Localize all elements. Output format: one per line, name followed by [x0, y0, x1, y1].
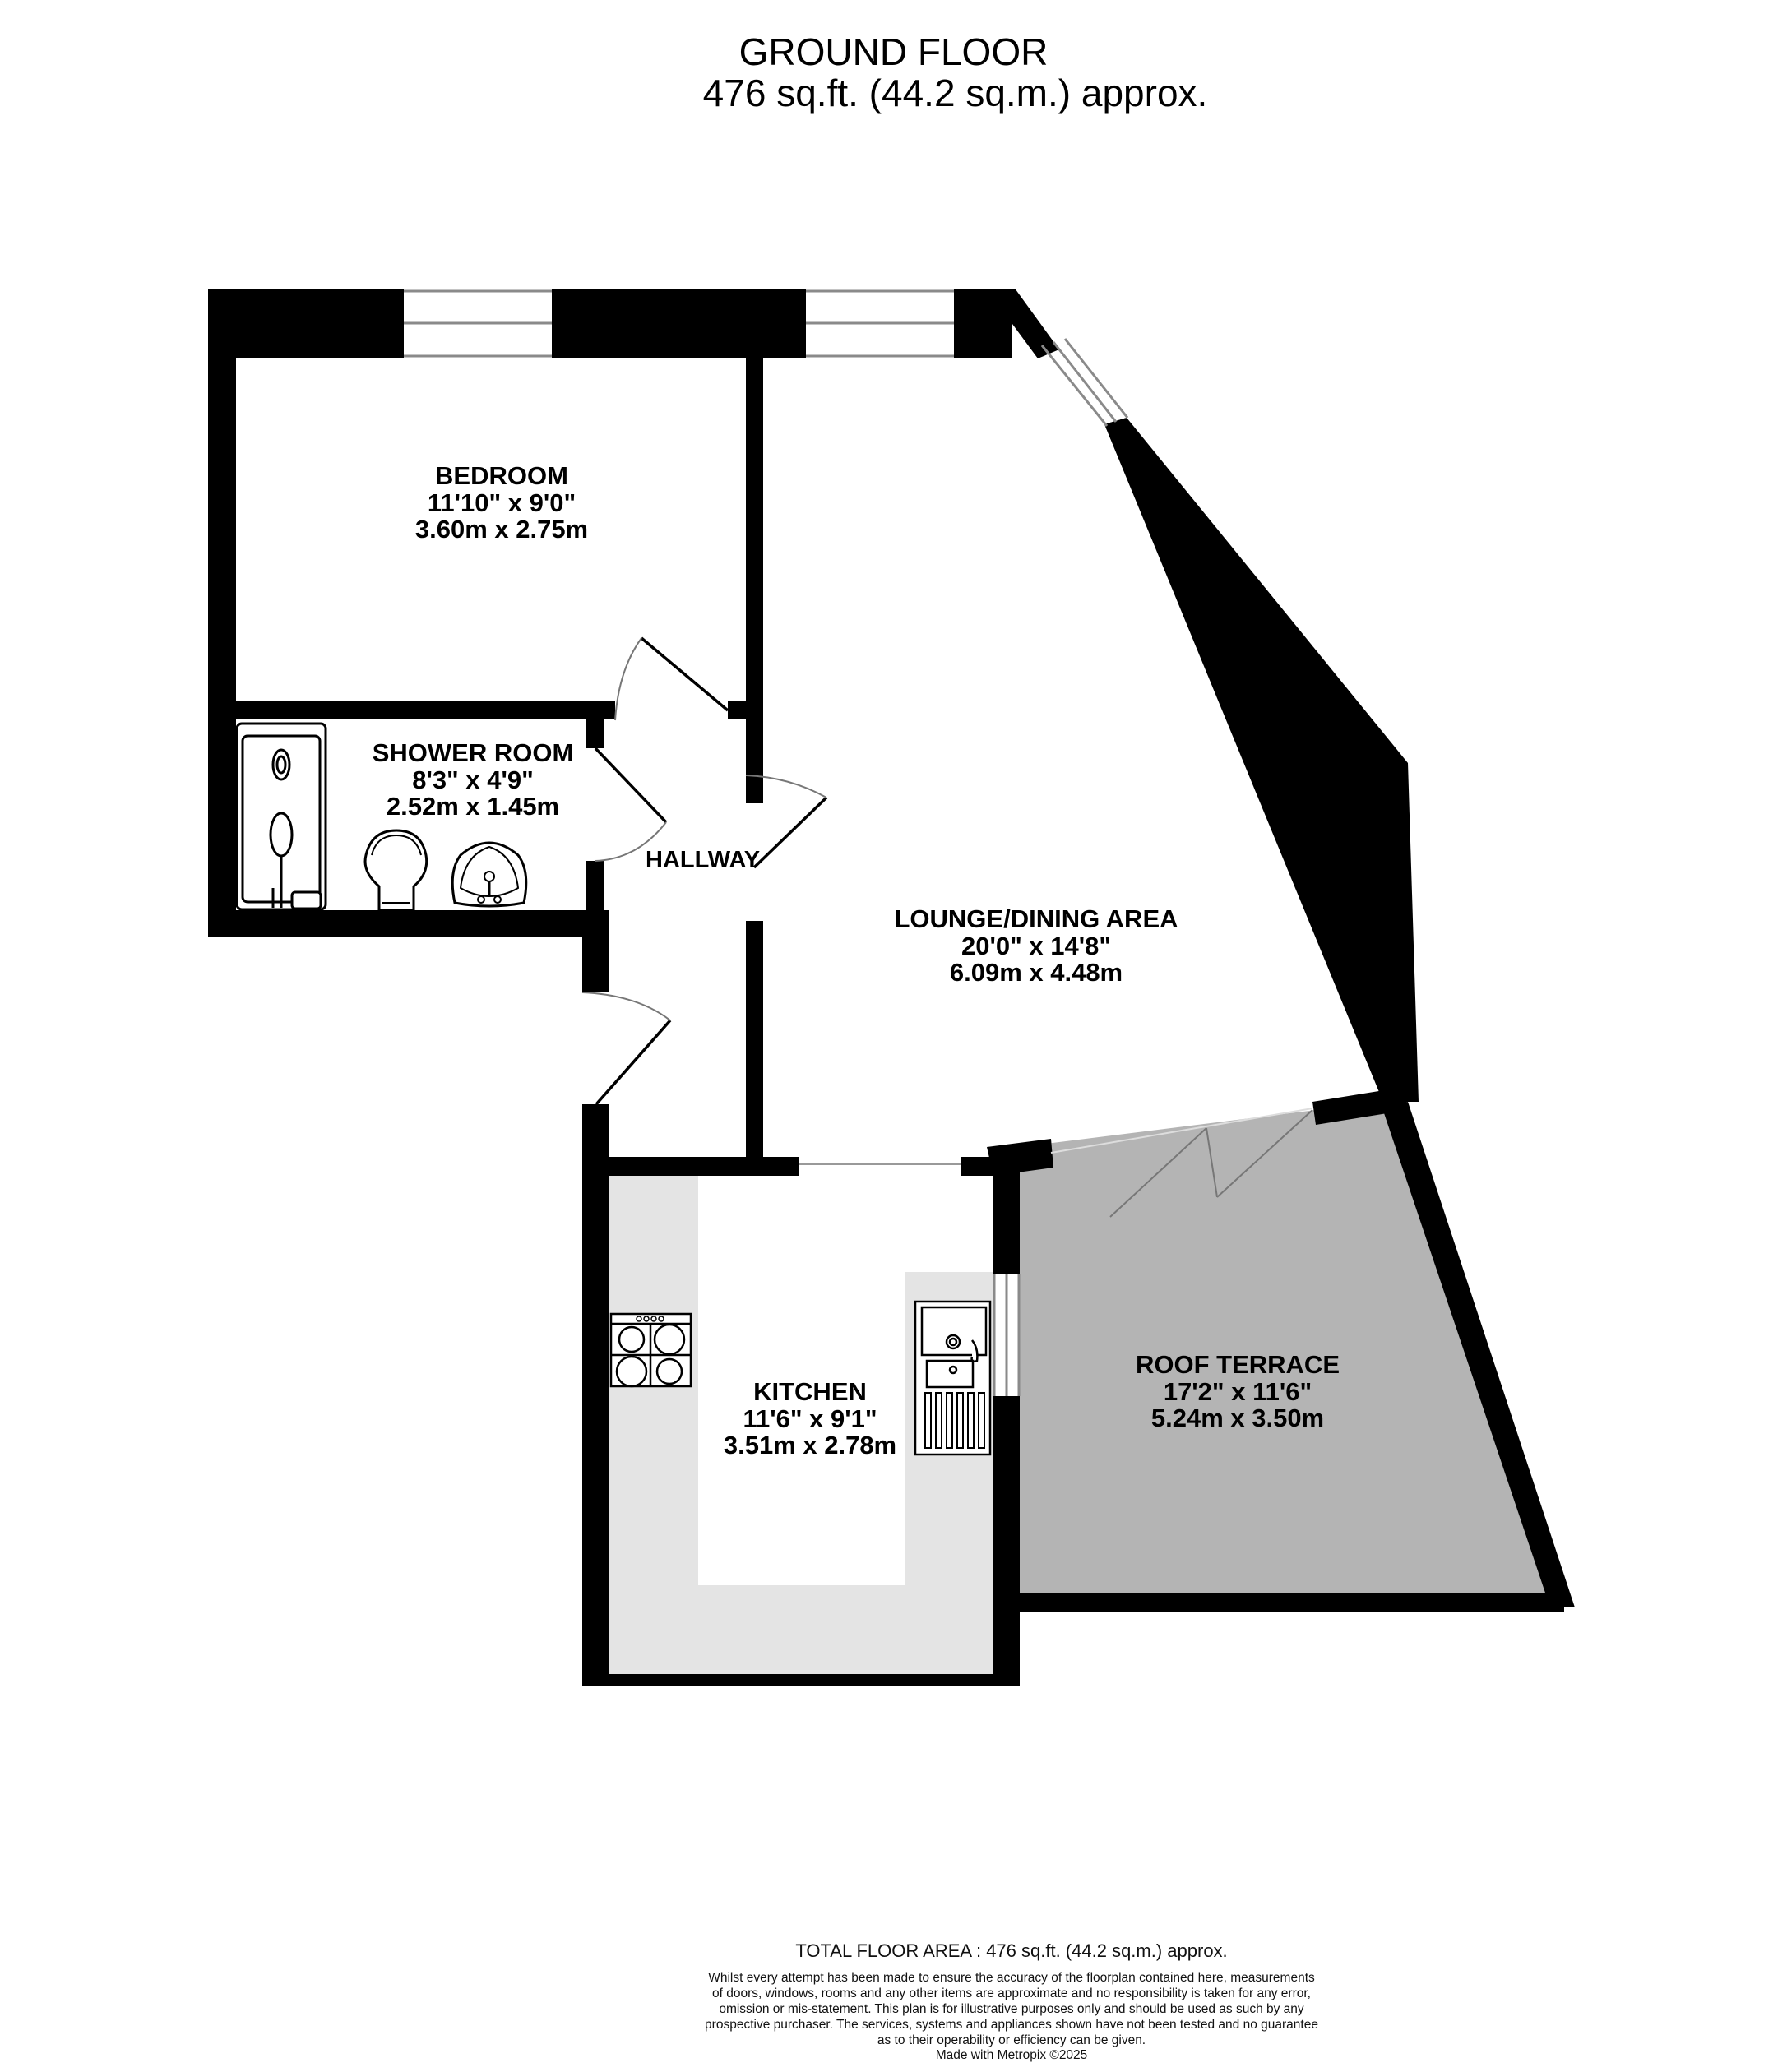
lounge-door: [745, 775, 828, 869]
kitchen-imperial: 11'6" x 9'1": [743, 1404, 877, 1433]
doors: [581, 636, 1313, 1218]
kitchen-window: [993, 1274, 1021, 1396]
floor-area-subtitle: 476 sq.ft. (44.2 sq.m.) approx.: [702, 72, 1208, 114]
room-label-lounge: LOUNGE/DINING AREA 20'0" x 14'8" 6.09m x…: [855, 904, 1217, 987]
wash-basin-icon: [451, 841, 528, 908]
footer: TOTAL FLOOR AREA : 476 sq.ft. (44.2 sq.m…: [641, 1940, 1382, 2063]
bedroom-imperial: 11'10" x 9'0": [427, 488, 576, 517]
walls: [208, 289, 1575, 1686]
shower-tray-icon: [235, 722, 327, 911]
disclaimer-line-4: prospective purchaser. The services, sys…: [705, 2018, 1318, 2032]
wc-icon: [363, 829, 428, 912]
lounge-name: LOUNGE/DINING AREA: [894, 904, 1178, 933]
room-label-shower-room: SHOWER ROOM 8'3" x 4'9" 2.52m x 1.45m: [354, 738, 592, 821]
bedroom-window: [404, 289, 552, 358]
lounge-metric: 6.09m x 4.48m: [949, 958, 1123, 987]
roof-terrace-metric: 5.24m x 3.50m: [1150, 1404, 1325, 1433]
kitchen-name: KITCHEN: [753, 1377, 867, 1406]
gas-hob-icon: [609, 1312, 692, 1388]
roof-terrace-floor: [1020, 1102, 1554, 1602]
room-label-kitchen: KITCHEN 11'6" x 9'1" 3.51m x 2.78m: [683, 1377, 937, 1460]
disclaimer-line-1: Whilst every attempt has been made to en…: [708, 1971, 1315, 1985]
terrace-bifold-door: [1050, 1108, 1313, 1218]
disclaimer-line-5: as to their operability or efficiency ca…: [877, 2033, 1146, 2047]
roof-terrace-imperial: 17'2" x 11'6": [1163, 1376, 1312, 1406]
shower-room-name: SHOWER ROOM: [372, 738, 574, 767]
room-label-bedroom: BEDROOM 11'10" x 9'0" 3.60m x 2.75m: [354, 461, 650, 544]
lounge-side-window: [1040, 338, 1129, 427]
disclaimer-line-2: of doors, windows, rooms and any other i…: [711, 1986, 1311, 2000]
shower-room-metric: 2.52m x 1.45m: [386, 792, 560, 821]
disclaimer-line-3: omission or mis-statement. This plan is …: [719, 2002, 1304, 2016]
bedroom-name: BEDROOM: [435, 461, 568, 490]
lounge-imperial: 20'0" x 14'8": [961, 931, 1112, 960]
shower-room-door: [594, 747, 668, 862]
shower-room-imperial: 8'3" x 4'9": [412, 765, 534, 794]
bedroom-metric: 3.60m x 2.75m: [414, 515, 589, 544]
front-entrance-door: [581, 992, 672, 1106]
total-floor-area: TOTAL FLOOR AREA : 476 sq.ft. (44.2 sq.m…: [795, 1940, 1228, 1961]
sink-drainer-icon: [914, 1300, 992, 1456]
room-label-hallway: HALLWAY: [646, 847, 761, 873]
bedroom-door: [614, 636, 729, 721]
room-label-roof-terrace: ROOF TERRACE 17'2" x 11'6" 5.24m x 3.50m: [1110, 1350, 1365, 1433]
lounge-window: [806, 289, 954, 358]
roof-terrace-name: ROOF TERRACE: [1136, 1350, 1340, 1379]
made-with-credit: Made with Metropix ©2025: [935, 2048, 1088, 2062]
windows: [404, 289, 1129, 1396]
floor-title: GROUND FLOOR: [738, 30, 1049, 73]
kitchen-metric: 3.51m x 2.78m: [723, 1431, 897, 1460]
